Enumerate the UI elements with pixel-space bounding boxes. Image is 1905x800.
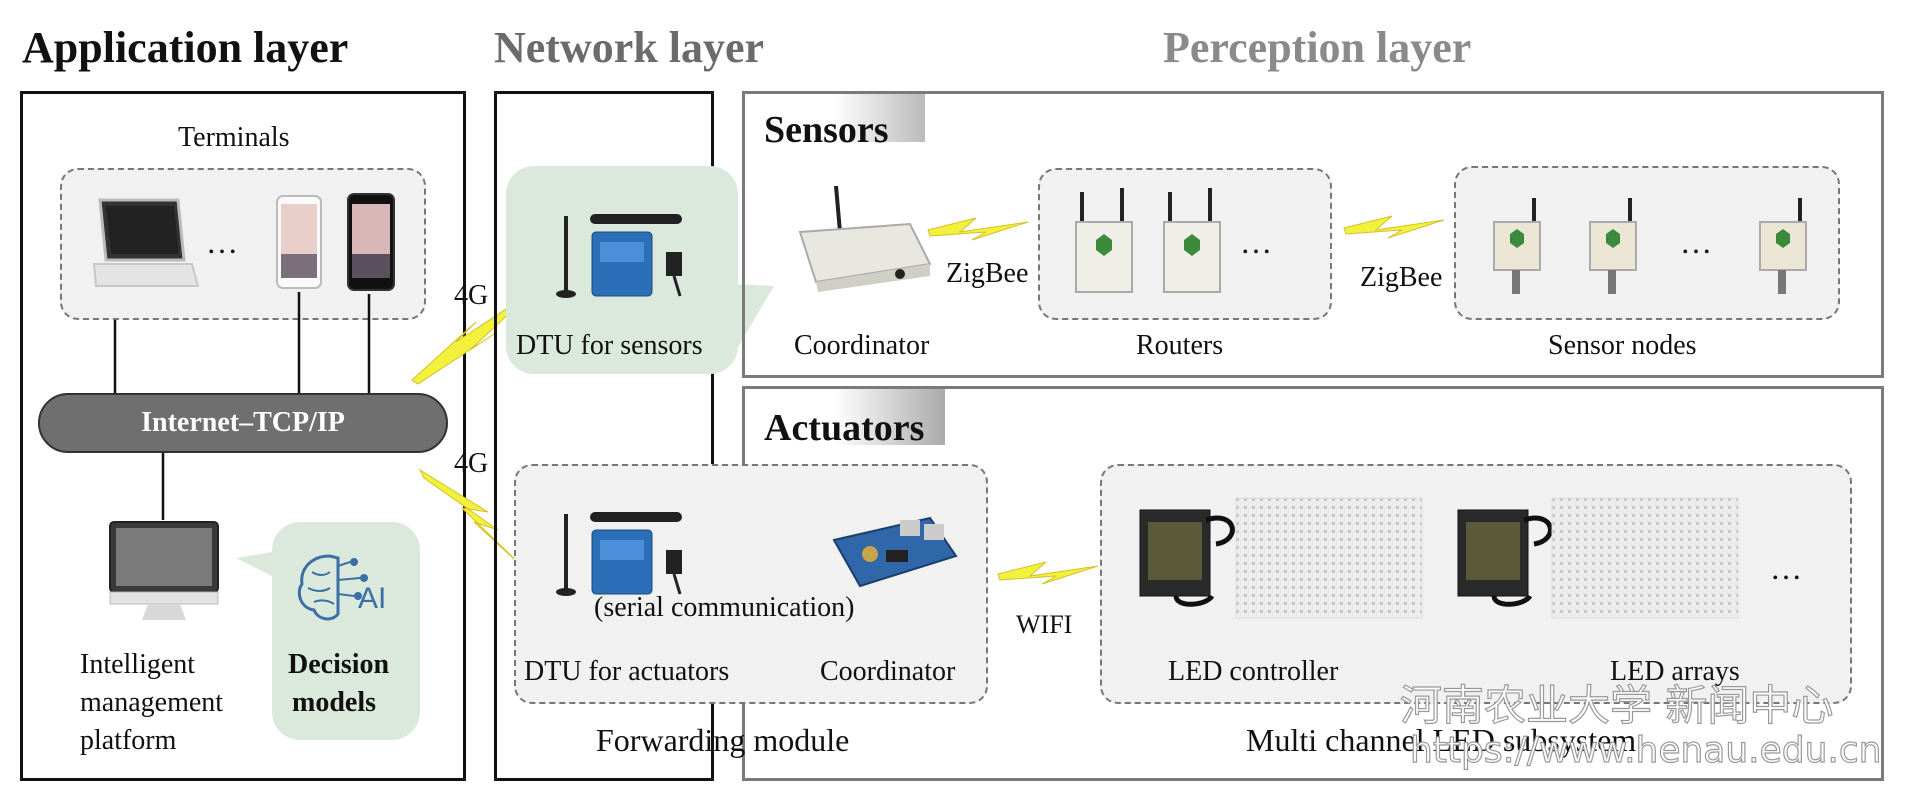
smartphone-icon <box>276 195 322 289</box>
ai-label: AI <box>358 582 387 615</box>
sensors-panel <box>742 91 1884 378</box>
led-controller-label: LED controller <box>1168 656 1339 687</box>
led-subsystem-label: Multi channel LED subsystem <box>1246 722 1637 758</box>
sensor-node-icon <box>1589 198 1637 294</box>
led-controller-icon <box>1139 509 1235 607</box>
router-device-icon <box>1075 188 1133 293</box>
led-ellipsis: … <box>1770 550 1802 586</box>
sensors-header-fade <box>745 94 925 142</box>
network-layer-panel <box>494 91 714 781</box>
sensor-node-icon <box>1493 198 1541 294</box>
platform-label-line2: management <box>80 687 224 718</box>
laptop-icon <box>92 198 200 287</box>
decision-models-label: Decision models <box>288 646 389 722</box>
sensor-node-icon <box>1759 198 1807 294</box>
led-array-icon <box>1235 497 1423 619</box>
actuators-coordinator-label: Coordinator <box>820 656 956 687</box>
coordinator-board-icon <box>832 516 958 588</box>
watermark-line2: https://www.henau.edu.cn <box>1409 729 1882 771</box>
monitor-icon <box>109 521 219 620</box>
watermark-line1: 河南农业大学 新闻中心 <box>1399 680 1834 730</box>
sensors-coordinator-label: Coordinator <box>794 330 930 361</box>
dtu-actuators-label: DTU for actuators <box>524 656 730 687</box>
zigbee-label-1: ZigBee <box>946 258 1029 289</box>
application-layer-title: Application layer <box>22 23 349 72</box>
dtu-sensors-label: DTU for sensors <box>516 330 703 361</box>
perception-layer-title: Perception layer <box>1163 23 1472 72</box>
routers-label: Routers <box>1136 330 1224 361</box>
led-arrays-label: LED arrays <box>1610 656 1740 687</box>
serial-communication-label: (serial communication) <box>594 592 855 623</box>
sensor-nodes-ellipsis: … <box>1680 224 1712 260</box>
routers-ellipsis: … <box>1240 224 1272 260</box>
application-layer-panel <box>20 91 466 781</box>
actuators-header-fade <box>745 389 945 445</box>
actuators-title: Actuators <box>764 407 925 449</box>
zigbee-label-2: ZigBee <box>1360 262 1443 293</box>
decision-models-bubble <box>272 522 420 740</box>
platform-label: Intelligent management platform <box>80 646 223 760</box>
sensor-nodes-label: Sensor nodes <box>1548 330 1697 361</box>
platform-label-line1: Intelligent <box>80 649 196 680</box>
smartphone-icon <box>347 193 395 291</box>
link-4g-top: 4G <box>454 280 489 311</box>
coordinator-device-icon <box>798 185 932 292</box>
led-controller-icon <box>1457 509 1553 607</box>
ai-brain-icon <box>297 554 368 621</box>
sensors-title: Sensors <box>764 109 889 151</box>
decision-models-line2: models <box>292 687 376 718</box>
platform-label-line3: platform <box>80 725 177 756</box>
terminals-label: Terminals <box>178 122 290 153</box>
decision-models-line1: Decision <box>288 649 390 680</box>
link-4g-bottom: 4G <box>454 448 489 479</box>
led-array-icon <box>1551 497 1739 619</box>
wifi-label: WIFI <box>1016 610 1073 639</box>
internet-tcpip-bar: Internet–TCP/IP <box>38 393 448 453</box>
dtu-device-icon <box>556 512 682 596</box>
dtu-device-icon <box>556 214 682 298</box>
forwarding-module-label: Forwarding module <box>596 722 850 758</box>
network-layer-title: Network layer <box>494 23 765 72</box>
terminals-ellipsis: … <box>206 224 238 260</box>
router-device-icon <box>1163 188 1221 293</box>
